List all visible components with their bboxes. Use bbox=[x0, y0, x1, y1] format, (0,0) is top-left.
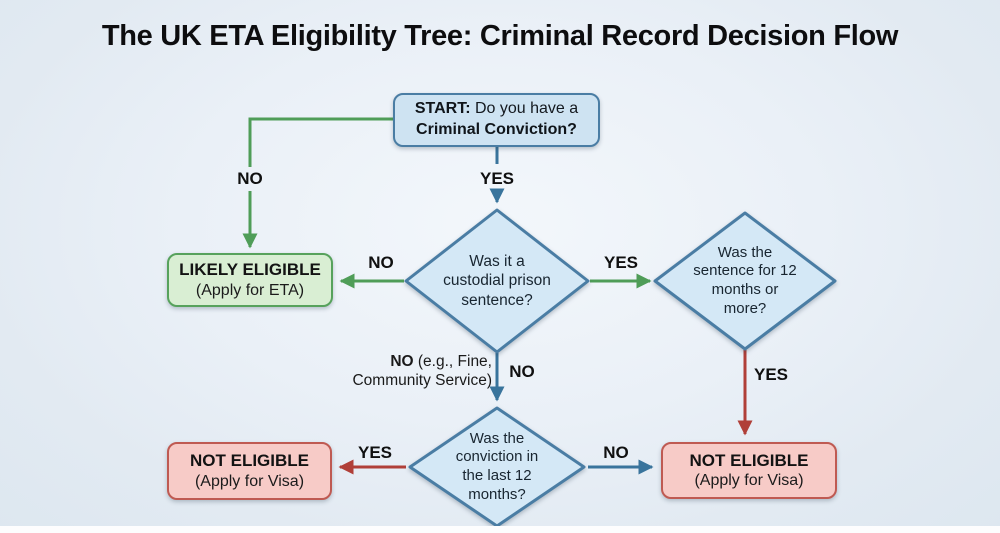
label-fine-note-rest: (e.g., Fine, bbox=[413, 353, 492, 370]
label-conviction-yes: YES bbox=[357, 443, 393, 462]
label-start-yes: YES bbox=[479, 169, 515, 188]
start-node-line2: Criminal Conviction? bbox=[416, 121, 577, 138]
start-node-question: Do you have a bbox=[470, 100, 579, 118]
start-node-prefix: START: bbox=[414, 100, 471, 118]
decision-diamond-sentence bbox=[653, 211, 837, 351]
decision-conviction-line: months? bbox=[468, 485, 526, 503]
decision-conviction-line: Was the bbox=[469, 429, 525, 447]
not-eligible-left-subtitle: (Apply for Visa) bbox=[194, 472, 305, 490]
decision-text-custodial: Was it a custodial prison sentence? bbox=[406, 210, 588, 352]
not-eligible-right-title: NOT ELIGIBLE bbox=[689, 450, 809, 470]
label-fine-note-line2: Community Service) bbox=[352, 371, 492, 389]
decision-sentence-line: months or bbox=[711, 281, 779, 298]
decision-custodial-line: custodial prison bbox=[443, 272, 551, 290]
decision-conviction-line: conviction in bbox=[455, 448, 539, 466]
decision-sentence-line: sentence for 12 bbox=[693, 262, 797, 280]
decision-sentence-line: Was the bbox=[717, 243, 773, 261]
connector-start-no-elbow bbox=[248, 117, 393, 167]
likely-eligible-subtitle: (Apply for ETA) bbox=[195, 281, 305, 299]
not-eligible-right-subtitle: (Apply for Visa) bbox=[694, 472, 804, 490]
page-title: The UK ETA Eligibility Tree: Criminal Re… bbox=[101, 20, 899, 52]
not-eligible-left-title: NOT ELIGIBLE bbox=[190, 451, 309, 471]
decision-custodial-line: Was it a bbox=[469, 253, 525, 271]
start-node-line1: START: Do you have a bbox=[415, 99, 578, 120]
label-conviction-no: NO bbox=[603, 443, 629, 462]
label-fine-note: NO (e.g., Fine, Community Service) bbox=[310, 353, 492, 391]
start-node: START: Do you have a Criminal Conviction… bbox=[393, 93, 600, 147]
bottom-white-strip bbox=[0, 526, 1000, 533]
label-custodial-no: NO bbox=[368, 253, 394, 272]
label-sentence-yes: YES bbox=[753, 365, 789, 384]
decision-diamond-custodial bbox=[404, 208, 590, 354]
decision-text-conviction: Was the conviction in the last 12 months… bbox=[410, 408, 584, 526]
decision-sentence-line: more? bbox=[723, 299, 767, 317]
likely-eligible-node: LIKELY ELIGIBLE (Apply for ETA) bbox=[167, 253, 333, 307]
label-custodial-yes: YES bbox=[603, 253, 639, 272]
decision-conviction-line: the last 12 bbox=[462, 467, 532, 484]
label-start-no: NO bbox=[237, 169, 263, 188]
not-eligible-right-node: NOT ELIGIBLE (Apply for Visa) bbox=[661, 442, 837, 499]
decision-text-sentence: Was the sentence for 12 months or more? bbox=[655, 213, 835, 349]
likely-eligible-title: LIKELY ELIGIBLE bbox=[179, 260, 321, 280]
not-eligible-left-node: NOT ELIGIBLE (Apply for Visa) bbox=[167, 442, 332, 500]
label-fine-note-bold: NO bbox=[390, 353, 414, 370]
label-custodial-down-no: NO bbox=[509, 362, 535, 381]
decision-custodial-line: sentence? bbox=[461, 291, 533, 309]
label-fine-note-line1: NO (e.g., Fine, bbox=[310, 353, 492, 372]
